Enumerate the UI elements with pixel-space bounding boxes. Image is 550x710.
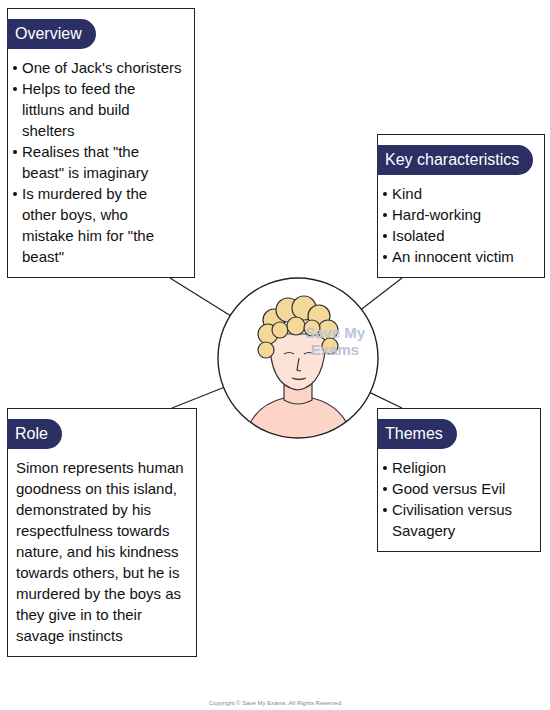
- bullet-dot: [13, 150, 17, 154]
- copyright-note: Copyright © Save My Exams. All Rights Re…: [150, 700, 400, 707]
- box-heading: Overview: [7, 19, 96, 49]
- bullet-dot: [383, 487, 387, 491]
- box-heading: Role: [7, 419, 62, 449]
- bullet-dot: [13, 66, 17, 70]
- bullet-item: Hard-working: [378, 204, 532, 225]
- heading-row: Key characteristics: [378, 145, 532, 183]
- bullet-item: Is murdered by the other boys, who mista…: [8, 183, 182, 267]
- leader-line: [370, 393, 402, 408]
- bullet-item: Realises that "the beast" is imaginary: [8, 141, 182, 183]
- heading-row: Role: [8, 419, 184, 457]
- bullet-dot: [13, 87, 17, 91]
- bullet-dot: [383, 466, 387, 470]
- box-heading: Key characteristics: [377, 145, 533, 175]
- bullet-item: Kind: [378, 183, 532, 204]
- bullet-item: Helps to feed the littluns and build she…: [8, 78, 182, 141]
- watermark: Save My Exams: [290, 325, 380, 358]
- leader-line: [170, 278, 230, 316]
- bullet-dot: [383, 213, 387, 217]
- bullet-dot: [383, 234, 387, 238]
- heading-row: Themes: [378, 419, 528, 457]
- leader-line: [361, 278, 402, 309]
- bullet-item: One of Jack's choristers: [8, 57, 182, 78]
- body-text: Simon represents human goodness on this …: [8, 457, 184, 646]
- info-box: Key characteristicsKindHard-workingIsola…: [377, 134, 545, 278]
- info-box: RoleSimon represents human goodness on t…: [7, 408, 197, 657]
- simon-portrait: [214, 274, 382, 442]
- bullet-item: Good versus Evil: [378, 478, 528, 499]
- bullet-item: Isolated: [378, 225, 532, 246]
- bullet-dot: [383, 192, 387, 196]
- box-heading: Themes: [377, 419, 457, 449]
- info-box: ThemesReligionGood versus EvilCivilisati…: [377, 408, 541, 552]
- bullet-item: Religion: [378, 457, 528, 478]
- bullet-dot: [13, 192, 17, 196]
- info-box: OverviewOne of Jack's choristersHelps to…: [7, 8, 195, 278]
- bullet-item: Civilisation versus Savagery: [378, 499, 528, 541]
- bullet-item: An innocent victim: [378, 246, 532, 267]
- leader-line: [172, 388, 224, 408]
- bullet-dot: [383, 508, 387, 512]
- heading-row: Overview: [8, 19, 182, 57]
- bullet-dot: [383, 255, 387, 259]
